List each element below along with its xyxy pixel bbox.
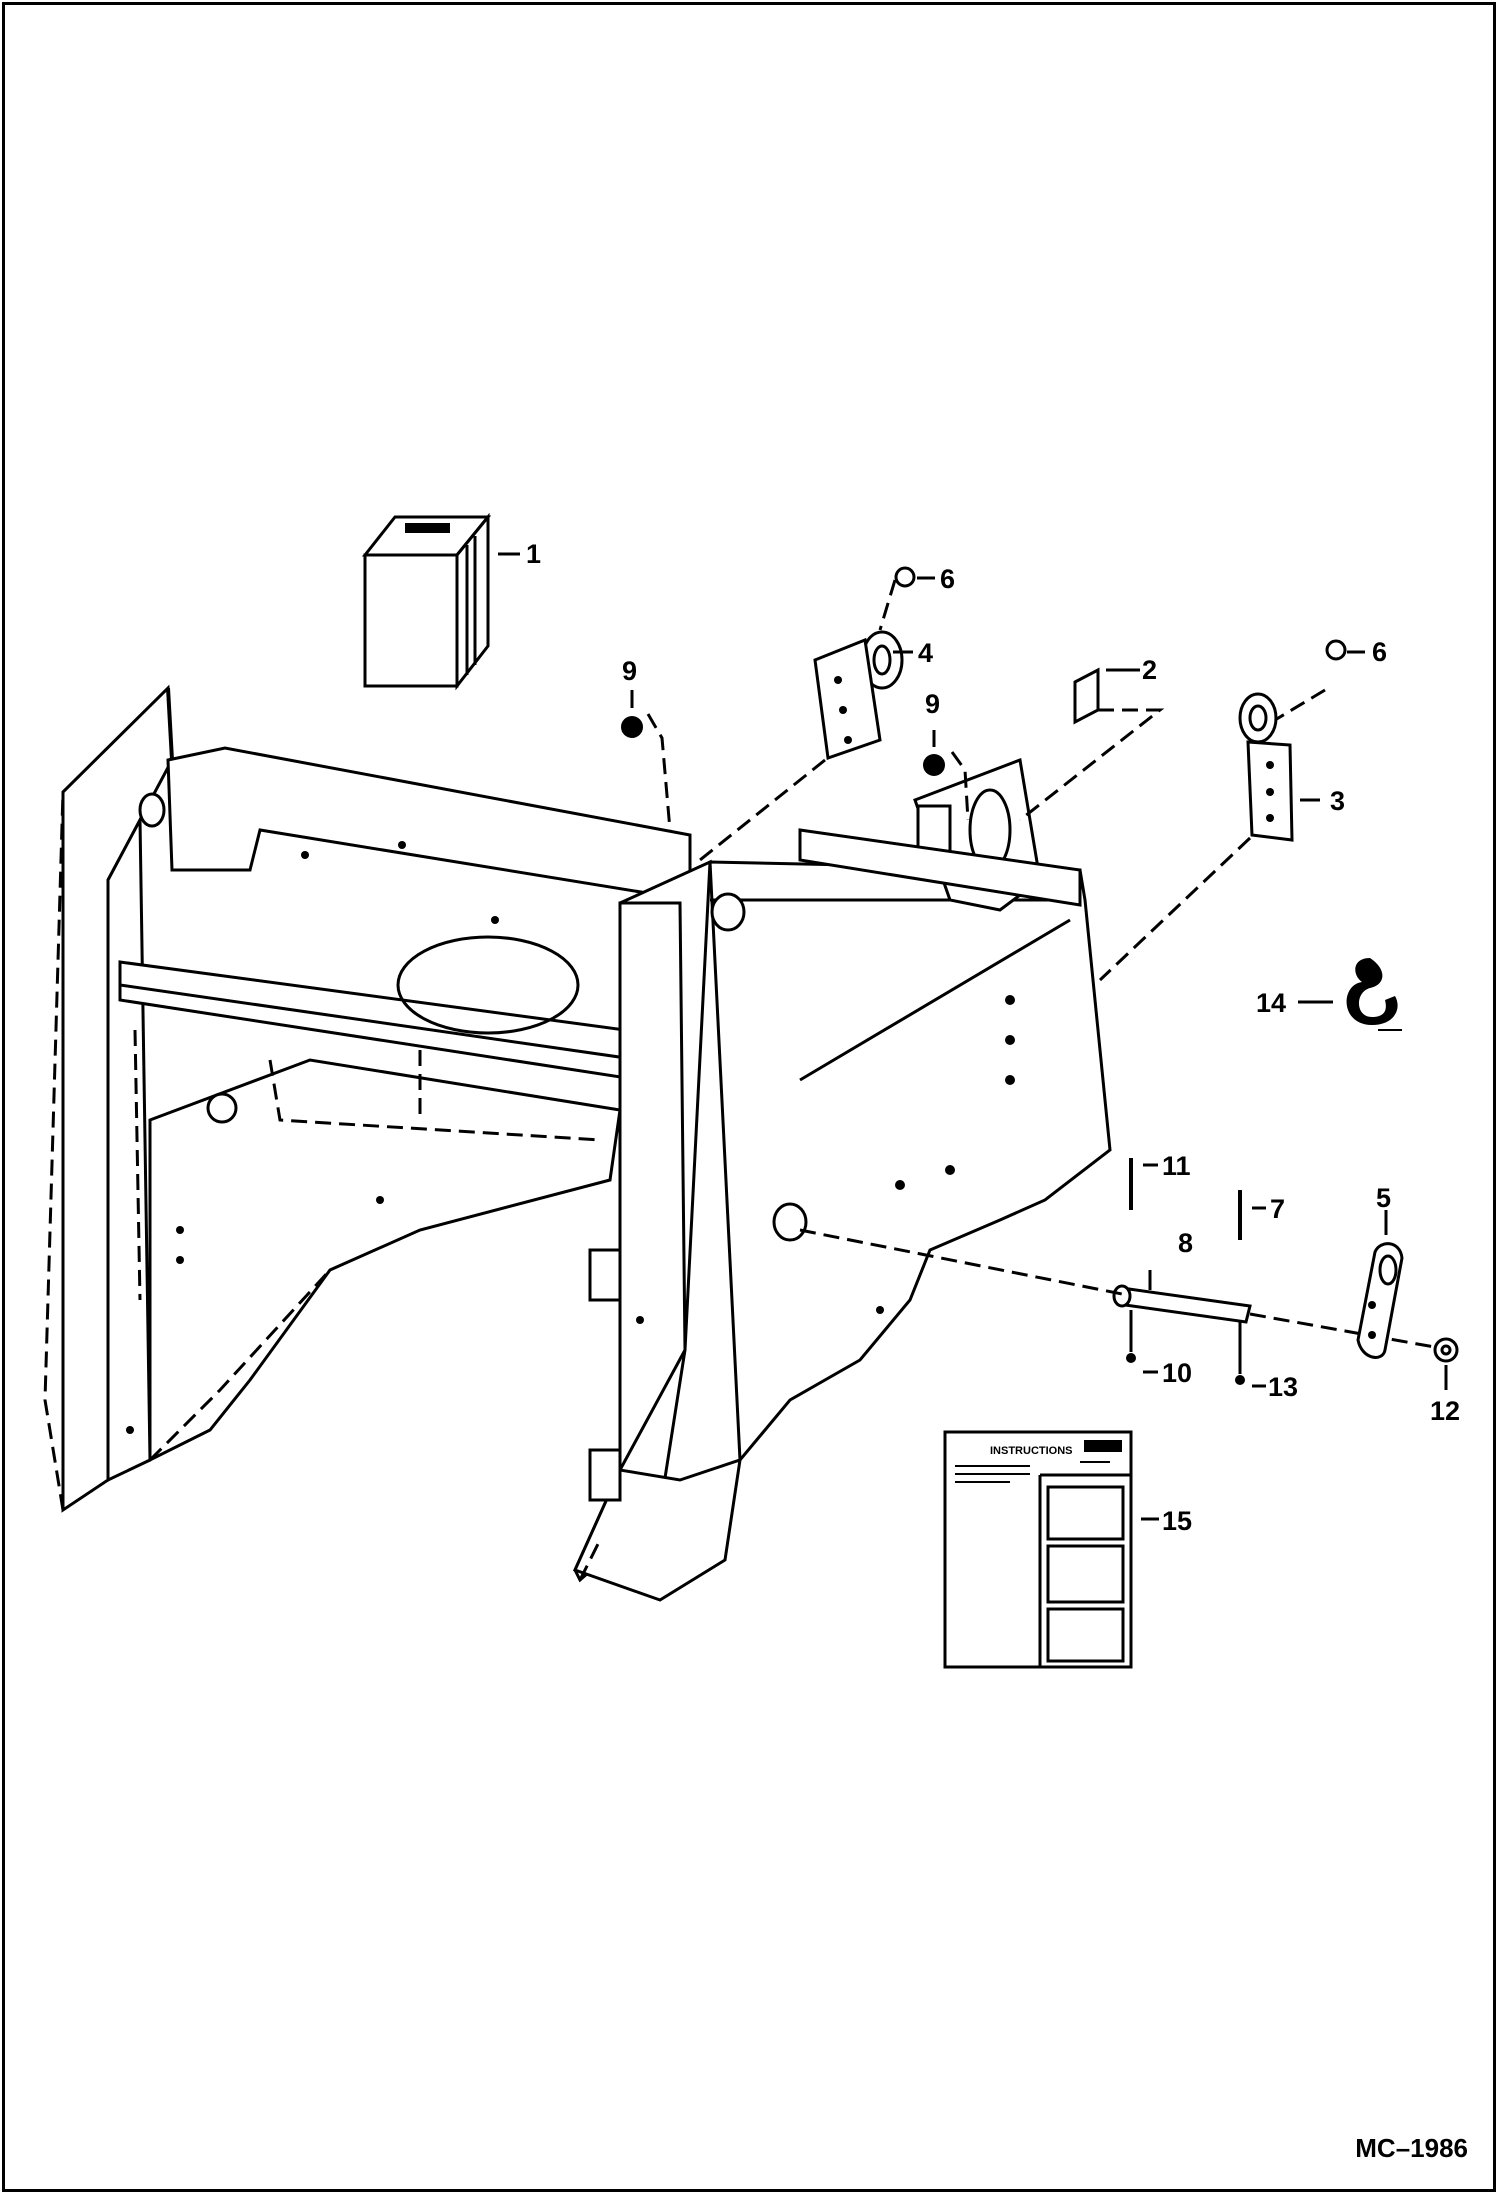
bracket-right-part [1098, 688, 1326, 982]
callout-14: 14 [1256, 988, 1286, 1018]
loader-frame [43, 684, 1112, 1602]
pin-assembly [799, 1158, 1441, 1388]
figure-id: MC–1986 [1355, 2133, 1468, 2163]
bracket-left-part [699, 579, 913, 862]
callout-15: 15 [1162, 1506, 1192, 1536]
callout-11: 11 [1162, 1151, 1191, 1181]
hook-part [1298, 958, 1402, 1031]
callout-2: 2 [1142, 655, 1157, 685]
callout-4: 4 [918, 638, 933, 668]
decal-small-part [1019, 667, 1165, 822]
callout-5: 5 [1376, 1183, 1391, 1213]
link-plate-part [1356, 1210, 1404, 1359]
bolt-part [894, 566, 1365, 661]
decal-title: INSTRUCTIONS [990, 1445, 1073, 1457]
callout-12: 12 [1430, 1396, 1460, 1426]
callout-6b: 6 [1372, 637, 1387, 667]
nut-part [621, 690, 970, 831]
callout-10: 10 [1162, 1358, 1192, 1388]
callout-9a: 9 [622, 656, 637, 686]
callout-6a: 6 [940, 564, 955, 594]
callout-1: 1 [526, 539, 541, 569]
battery-part [361, 512, 492, 691]
callout-7: 7 [1270, 1194, 1285, 1224]
instruction-decal-part: INSTRUCTIONS [943, 1430, 1159, 1669]
lock-nut-part [1433, 1337, 1459, 1390]
callout-8: 8 [1178, 1228, 1193, 1258]
callout-9b: 9 [925, 689, 940, 719]
callout-13: 13 [1268, 1372, 1298, 1402]
callout-labels: 1 2 3 4 5 6 6 7 8 9 9 10 11 12 13 14 15 [526, 539, 1460, 1536]
callout-3: 3 [1330, 786, 1345, 816]
